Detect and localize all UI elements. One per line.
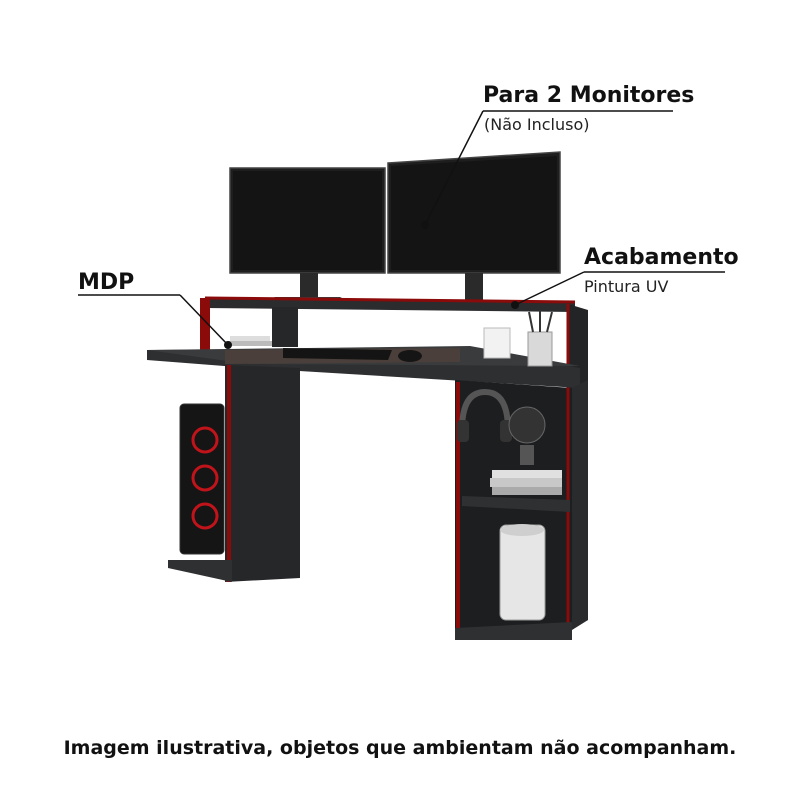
callout-finish-note: Pintura UV (584, 277, 669, 296)
callout-finish-line (511, 271, 725, 309)
callout-mdp-line (78, 294, 232, 349)
headphones (457, 388, 512, 442)
mug (483, 327, 511, 359)
globe (508, 406, 546, 465)
keyboard (283, 348, 392, 360)
disclaimer-text: Imagem ilustrativa, objetos que ambienta… (63, 737, 737, 759)
monitor-left (229, 167, 386, 302)
callout-monitors-title: Para 2 Monitores (483, 83, 695, 108)
monitor-right (387, 151, 561, 306)
books (228, 336, 272, 346)
callout-material-title: MDP (78, 270, 135, 295)
books-shelf (490, 470, 562, 495)
callout-finish-title: Acabamento (584, 245, 739, 270)
callout-monitors-note: (Não Incluso) (484, 115, 590, 134)
mouse (398, 350, 422, 362)
pencil-cup (527, 310, 553, 367)
pc-tower-right (499, 524, 546, 621)
callout-monitors-line (421, 110, 673, 229)
